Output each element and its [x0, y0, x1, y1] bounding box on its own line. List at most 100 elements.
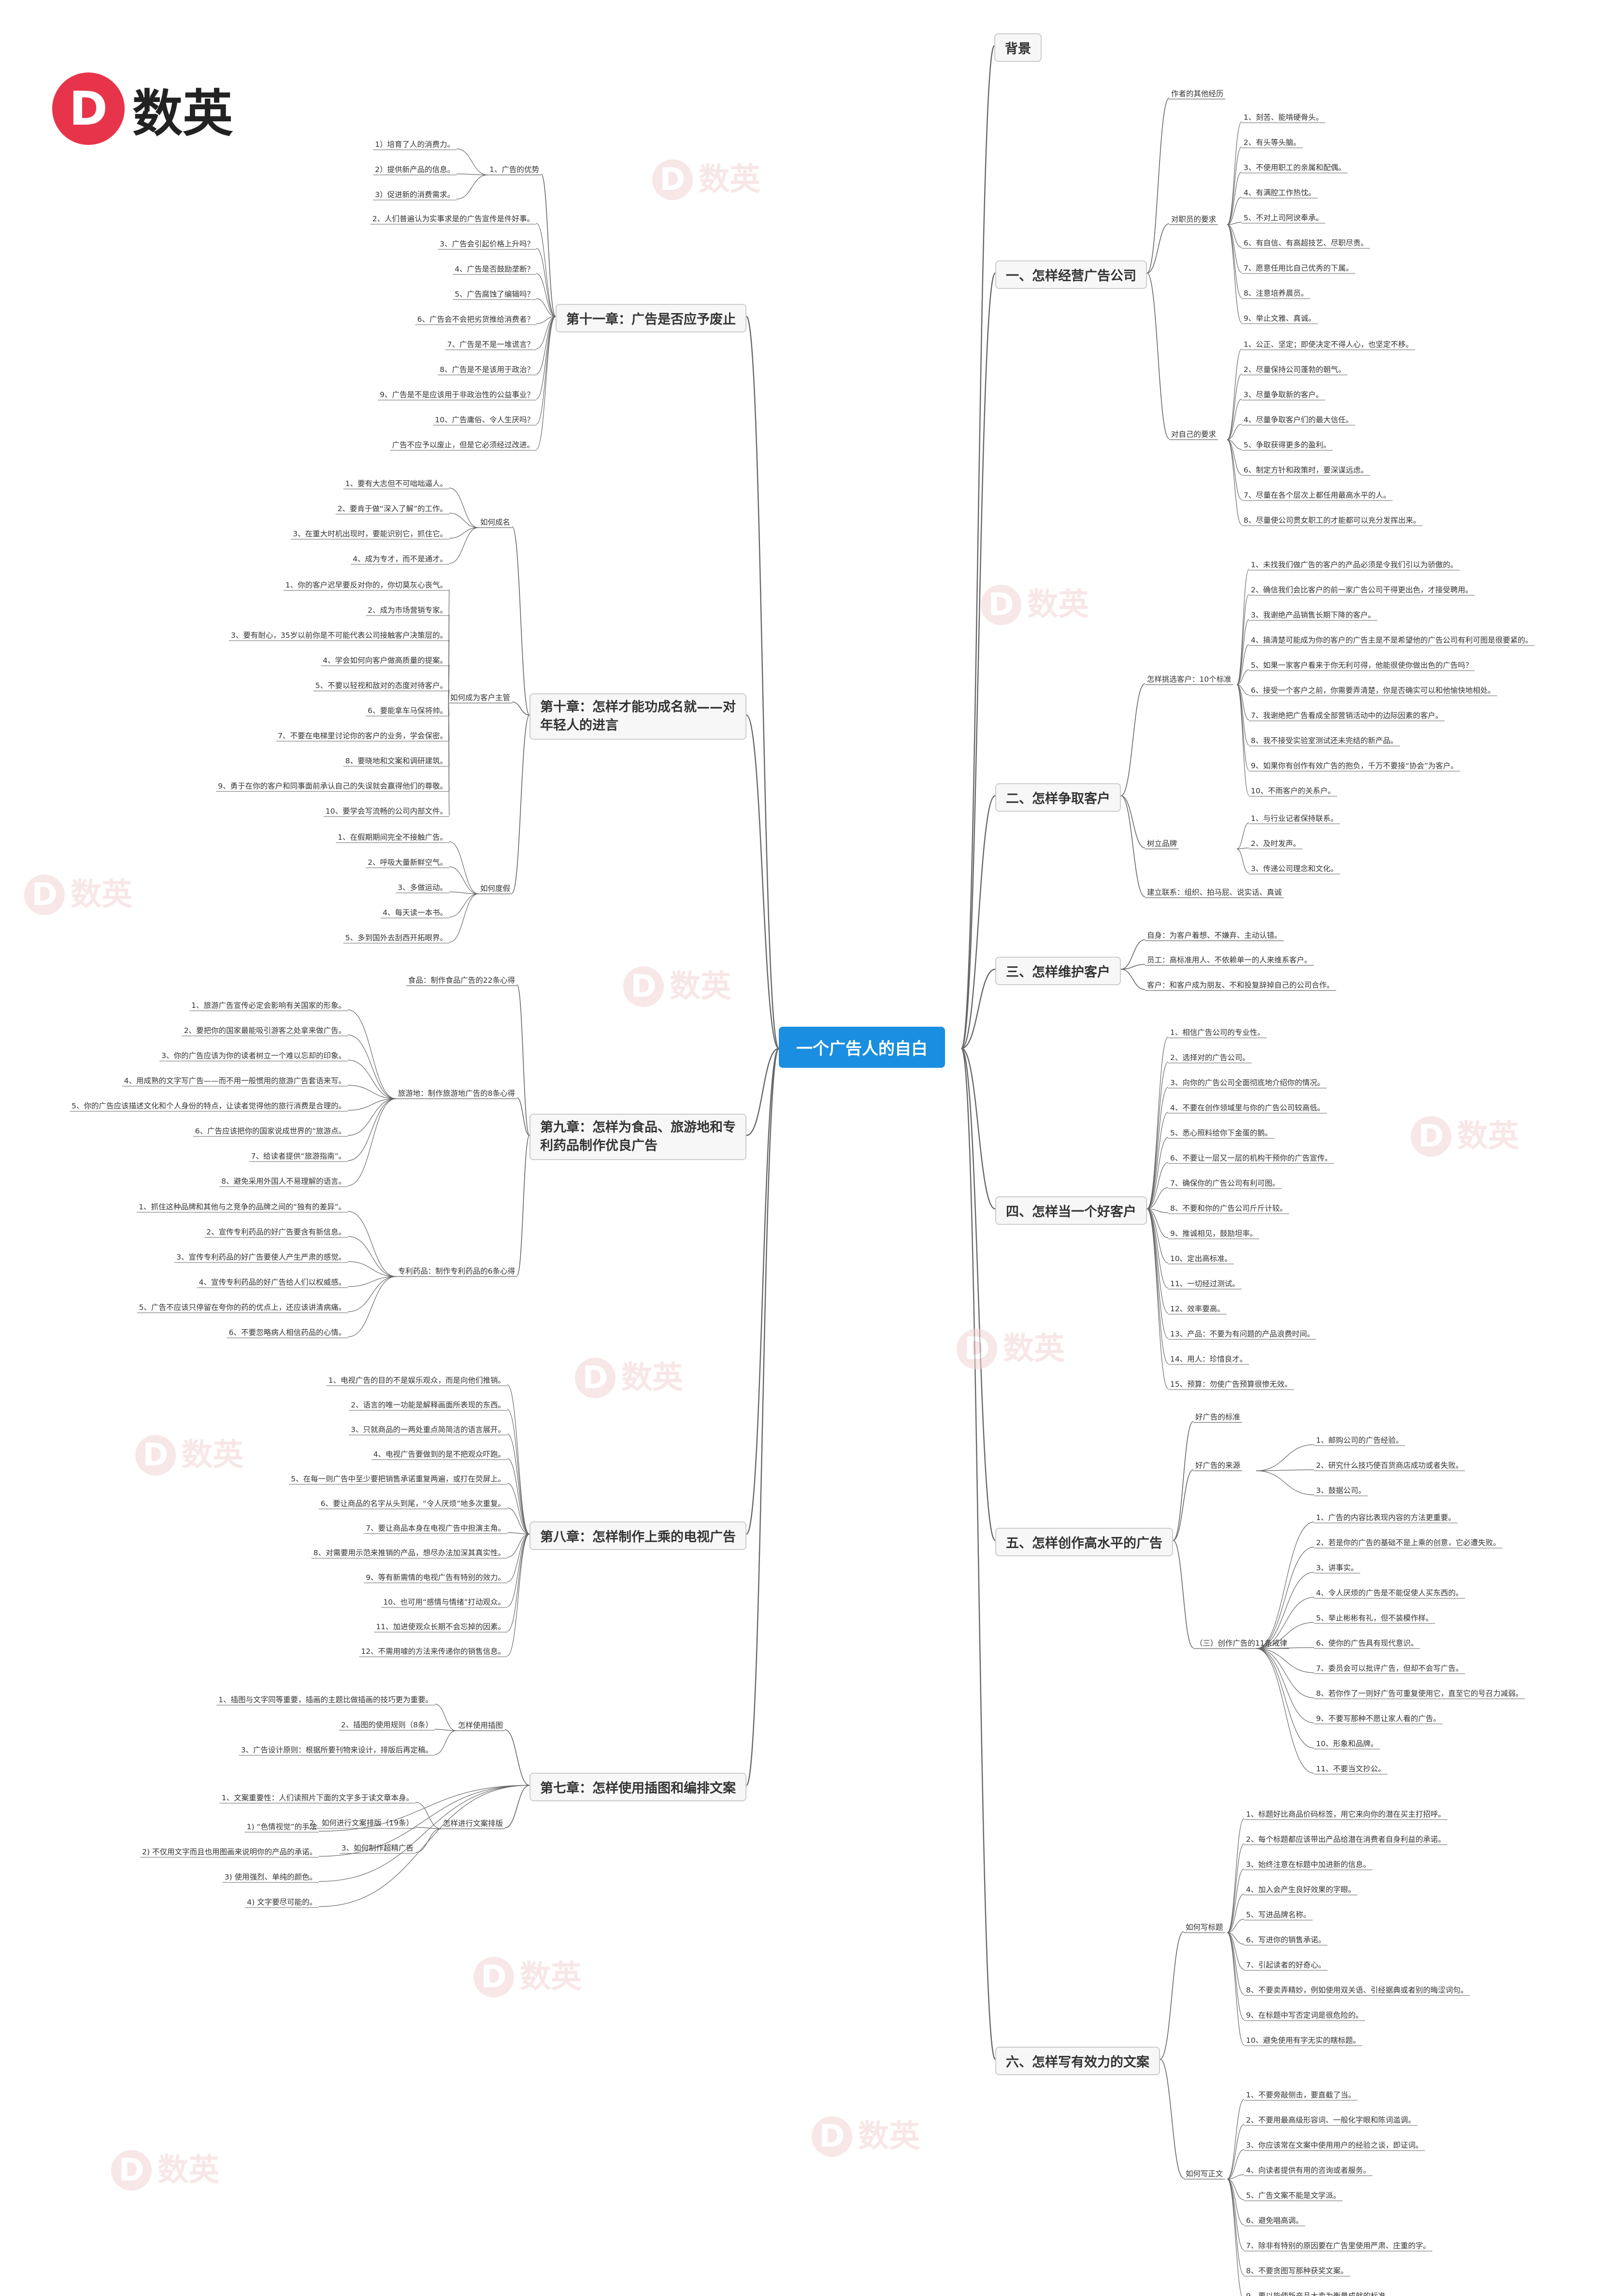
branch-5-group-1[interactable]: 好广告的来源	[1195, 1461, 1241, 1470]
branch-4-group-0-item-13[interactable]: 14、用人：珍惜良才。	[1170, 1355, 1247, 1363]
branch-11-group-0-item-1[interactable]: 2、插图的使用规则（8条）	[341, 1721, 433, 1729]
branch-10-group-0-item-7[interactable]: 8、对需要用示范来推销的产品，想尽办法加深其真实性。	[313, 1549, 505, 1557]
branch-11-group-1-item-0[interactable]: 1、文案重要性：人们读照片下面的文字多于读文章本身。	[221, 1794, 414, 1802]
branch-1-group-1-item-2[interactable]: 3、不使用职工的亲属和配偶。	[1244, 163, 1346, 172]
branch-3-group-2[interactable]: 客户：和客户成为朋友、不和投复辞掉自己的公司合作。	[1147, 981, 1334, 990]
branch-4-group-0-item-4[interactable]: 5、悉心照料给你下金蛋的鹅。	[1170, 1129, 1273, 1137]
branch-9-group-2-item-2[interactable]: 3、宣传专利药品的好广告要使人产生严肃的感觉。	[176, 1253, 346, 1262]
branch-7-group-0[interactable]: 1、广告的优势	[489, 165, 539, 174]
root-node[interactable]: 一个广告人的自白	[779, 1027, 945, 1068]
branch-8-group-1-item-9[interactable]: 10、要学会写流畅的公司内部文件。	[325, 807, 447, 816]
branch-7-group-0-item-2[interactable]: 3）促进新的消费需求。	[375, 190, 455, 199]
branch-1-group-2[interactable]: 对自己的要求	[1171, 430, 1217, 439]
branch-7-group-1-item-2[interactable]: 4、广告是否鼓励垄断？	[455, 265, 534, 273]
branch-5-group-2-item-2[interactable]: 3、讲事实。	[1316, 1564, 1359, 1572]
branch-2-group-0[interactable]: 怎样挑选客户：10个标准	[1147, 675, 1231, 684]
branch-8-group-2[interactable]: 如何度假	[480, 884, 510, 893]
branch-6-group-0-item-9[interactable]: 10、避免使用有字无实的瞎标题。	[1246, 2036, 1360, 2045]
branch-10-group-0-item-8[interactable]: 9、等有新需情的电视广告有特别的效力。	[366, 1573, 505, 1582]
branch-9-group-1-item-4[interactable]: 5、你的广告应该描述文化和个人身份的特点，让读者觉得他的旅行消费是合理的。	[72, 1102, 346, 1110]
branch-11-group-1-item-2[interactable]: 3、如何制作超精广告	[341, 1844, 414, 1852]
branch-8-group-1-item-8[interactable]: 9、勇于在你的客户和同事面前承认自己的失误就会赢得他们的尊敬。	[218, 782, 447, 790]
branch-5-group-2-item-10[interactable]: 11、不要当文抄公。	[1316, 1765, 1386, 1773]
branch-6-group-1-item-3[interactable]: 4、向读者提供有用的咨询或者服务。	[1246, 2166, 1371, 2175]
branch-5-group-2-item-4[interactable]: 5、举止彬彬有礼，但不装模作样。	[1316, 1614, 1433, 1622]
branch-1-group-1-item-8[interactable]: 9、举止文雅、真诚。	[1244, 314, 1316, 323]
branch-7-group-0-item-0[interactable]: 1）培育了人的消费力。	[375, 140, 455, 149]
branch-8-group-2-item-2[interactable]: 3、多做运动。	[398, 883, 447, 892]
branch-9-group-1-item-2[interactable]: 3、你的广告应该为你的读者树立一个难以忘却的印象。	[161, 1051, 346, 1060]
branch-10[interactable]: 第八章：怎样制作上乘的电视广告	[530, 1521, 746, 1550]
branch-7-group-1-item-9[interactable]: 广告不应予以废止，但是它必须经过改进。	[392, 441, 534, 449]
branch-8-group-1-item-1[interactable]: 2、成为市场营销专家。	[368, 606, 447, 615]
branch-5-group-2-item-1[interactable]: 2、若是你的广告的基础不是上乘的创意，它必遭失败。	[1316, 1538, 1501, 1547]
branch-11-group-2-item-1[interactable]: 2) 不仅用文字而且也用图画来说明你的产品的承诺。	[142, 1848, 317, 1856]
branch-8-group-0-item-0[interactable]: 1、要有大志但不可咄咄逼人。	[345, 479, 447, 488]
branch-6-group-1-item-0[interactable]: 1、不要旁敲侧击，要直截了当。	[1246, 2091, 1356, 2099]
branch-6-group-1-item-6[interactable]: 7、除非有特别的原因要在广告里使用严肃、庄重的字。	[1246, 2241, 1431, 2250]
branch-2-group-0-item-2[interactable]: 3、我谢绝产品销售长期下降的客户。	[1251, 611, 1375, 619]
branch-6-group-0-item-3[interactable]: 4、加入会产生良好效果的字眼。	[1246, 1885, 1356, 1894]
branch-2-group-1-item-0[interactable]: 1、与行业记者保持联系。	[1251, 814, 1338, 823]
branch-5-group-2[interactable]: （三）创作广告的11条戒律	[1195, 1639, 1288, 1648]
branch-4-group-0-item-5[interactable]: 6、不要让一层又一层的机构干预你的广告宣传。	[1170, 1154, 1332, 1162]
branch-8-group-2-item-3[interactable]: 4、每天读一本书。	[383, 908, 447, 917]
branch-5[interactable]: 五、怎样创作高水平的广告	[995, 1528, 1173, 1556]
branch-1-group-2-item-5[interactable]: 6、制定方针和政策时，要深谋远虑。	[1244, 466, 1368, 474]
branch-6-group-1-item-4[interactable]: 5、广告文案不能是文学派。	[1246, 2191, 1341, 2200]
branch-11-group-2-item-3[interactable]: 4) 文字要尽可能的。	[247, 1898, 317, 1907]
branch-5-group-2-item-8[interactable]: 9、不要写那种不愿让家人看的广告。	[1316, 1714, 1441, 1723]
branch-5-group-1-item-2[interactable]: 3、鼓据公司。	[1316, 1486, 1366, 1495]
branch-9-group-2-item-1[interactable]: 2、宣传专利药品的好广告要含有新信息。	[206, 1228, 346, 1236]
branch-9-group-2-item-5[interactable]: 6、不要忽略病人相信药品的心情。	[229, 1328, 346, 1337]
branch-11-group-0-item-0[interactable]: 1、插图与文字同等重要，插画的主题比做插画的技巧更为重要。	[218, 1695, 433, 1704]
branch-1-group-1-item-6[interactable]: 7、愿意任用比自己优秀的下属。	[1244, 264, 1353, 273]
branch-10-group-0-item-9[interactable]: 10、也可用“感情与情绪”打动观众。	[383, 1598, 505, 1607]
branch-7-group-1-item-8[interactable]: 10、广告庸俗、令人生厌吗？	[435, 416, 534, 424]
branch-8-group-1-item-3[interactable]: 4、学会如何向客户做高质量的提案。	[323, 656, 447, 665]
branch-8[interactable]: 第十章：怎样才能功成名就——对年轻人的进言	[530, 693, 746, 740]
branch-10-group-0-item-3[interactable]: 4、电视广告要做到的是不把观众吓跑。	[373, 1450, 505, 1459]
branch-2-group-1[interactable]: 树立品牌	[1147, 839, 1177, 848]
branch-8-group-1-item-5[interactable]: 6、要能拿车马保将帅。	[368, 706, 447, 715]
branch-2-group-0-item-7[interactable]: 8、我不接受实验室测试还未完结的新产品。	[1251, 736, 1398, 745]
branch-9-group-1-item-7[interactable]: 8、避免采用外国人不易理解的语言。	[221, 1177, 346, 1186]
branch-1-group-1-item-5[interactable]: 6、有自信、有高超技艺、尽职尽责。	[1244, 239, 1368, 247]
branch-9[interactable]: 第九章：怎样为食品、旅游地和专利药品制作优良广告	[530, 1114, 746, 1160]
branch-7-group-1-item-6[interactable]: 8、广告是不是该用于政治？	[440, 365, 534, 374]
branch-4-group-0-item-7[interactable]: 8、不要和你的广告公司斤斤计较。	[1170, 1204, 1288, 1213]
branch-6-group-0-item-4[interactable]: 5、写进品牌名称。	[1246, 1910, 1311, 1919]
branch-6-group-0-item-8[interactable]: 9、在标题中写否定词是很危险的。	[1246, 2011, 1363, 2020]
branch-11-group-1-item-1[interactable]: 2、如何进行文案排版（19条）	[309, 1819, 414, 1827]
branch-9-group-2-item-4[interactable]: 5、广告不应该只停留在夸你的药的优点上，还应该讲清病痛。	[139, 1303, 346, 1312]
branch-8-group-0-item-1[interactable]: 2、要肯于做“深入了解”的工作。	[337, 504, 447, 513]
branch-6-group-0-item-7[interactable]: 8、不要卖弄精妙，例如使用双关语、引经据典或者别的晦涩词句。	[1246, 1986, 1468, 1995]
branch-8-group-1-item-2[interactable]: 3、要有耐心，35岁以前你是不可能代表公司接触客户决策层的。	[230, 631, 447, 640]
branch-1-group-2-item-7[interactable]: 8、尽量使公司贯女职工的才能都可以充分发挥出来。	[1244, 516, 1421, 525]
branch-11[interactable]: 第七章：怎样使用插图和编排文案	[530, 1773, 746, 1801]
branch-1-group-2-item-4[interactable]: 5、争取获得更多的盈利。	[1244, 441, 1331, 449]
branch-6-group-1-item-8[interactable]: 9、要以能使新产品大卖为衡量成就的标准	[1246, 2292, 1386, 2296]
branch-6-group-0-item-1[interactable]: 2、每个标题都应该带出产品给潜在消费者自身利益的承诺。	[1246, 1835, 1446, 1844]
branch-6-group-0[interactable]: 如何写标题	[1186, 1923, 1223, 1932]
branch-10-group-0-item-4[interactable]: 5、在每一则广告中至少要把销售承诺重复两遍，或打在荧屏上。	[291, 1475, 505, 1483]
branch-2-group-0-item-9[interactable]: 10、不雨客户的关系户。	[1251, 787, 1335, 795]
branch-7-group-1-item-4[interactable]: 6、广告会不会把劣货推给消费者？	[417, 315, 534, 324]
branch-1-group-1-item-3[interactable]: 4、有满腔工作热忱。	[1244, 188, 1316, 197]
branch-4[interactable]: 四、怎样当一个好客户	[995, 1196, 1147, 1225]
branch-1-group-1-item-7[interactable]: 8、注意培养晨员。	[1244, 289, 1308, 298]
branch-4-group-0-item-12[interactable]: 13、产品：不要为有问题的产品浪费时间。	[1170, 1330, 1315, 1338]
branch-1-group-2-item-2[interactable]: 3、尽量争取新的客户。	[1244, 390, 1323, 399]
branch-7-group-1-item-1[interactable]: 3、广告会引起价格上升吗？	[440, 240, 534, 248]
branch-2-group-0-item-4[interactable]: 5、如果一家客户看来于你无利可得，他能很使你做出色的广告吗？	[1251, 661, 1473, 670]
branch-6-group-0-item-5[interactable]: 6、写进你的销售承诺。	[1246, 1936, 1326, 1944]
branch-5-group-2-item-9[interactable]: 10、形象和品牌。	[1316, 1739, 1378, 1748]
branch-2-group-0-item-6[interactable]: 7、我谢绝把广告看成全部营销活动中的边际因素的客户。	[1251, 711, 1443, 720]
branch-8-group-1-item-6[interactable]: 7、不要在电梯里讨论你的客户的业务，学会保密。	[278, 732, 447, 740]
branch-9-group-1[interactable]: 旅游地：制作旅游地广告的8条心得	[398, 1089, 515, 1098]
branch-0[interactable]: 背景	[994, 33, 1042, 62]
branch-4-group-0-item-1[interactable]: 2、选择对的广告公司。	[1170, 1053, 1250, 1062]
branch-1-group-2-item-0[interactable]: 1、公正、坚定；即使决定不得人心，也坚定不移。	[1244, 340, 1413, 349]
branch-6-group-0-item-2[interactable]: 3、始终注意在标题中加进新的信息。	[1246, 1860, 1371, 1869]
branch-8-group-1-item-4[interactable]: 5、不要以轻视和敌对的态度对待客户。	[315, 681, 447, 690]
